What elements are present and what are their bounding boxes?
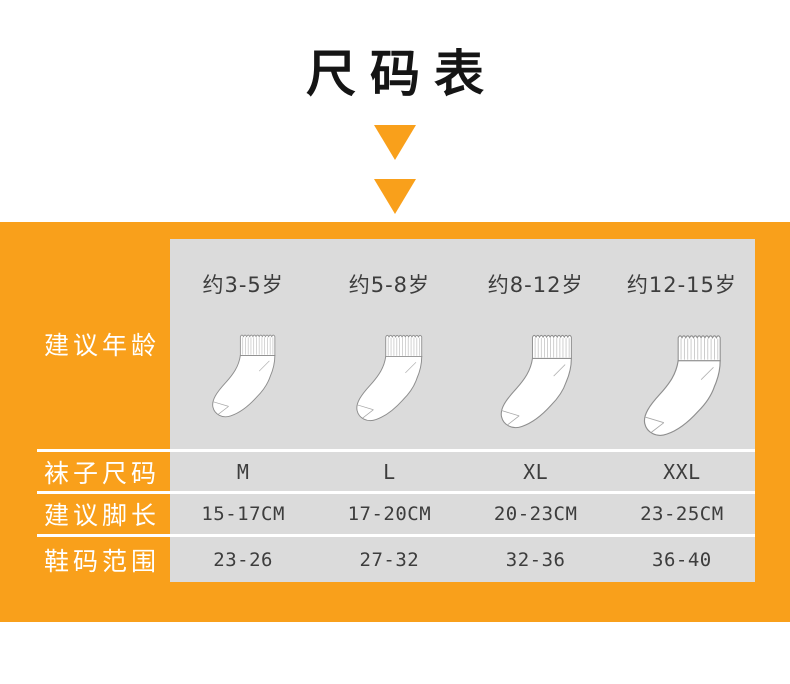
size-table-section: 建议年龄 约3-5岁 约5-8岁 约8-12岁: [0, 222, 790, 622]
table-cell: 约5-8岁: [316, 239, 462, 449]
table-cell: 约3-5岁: [170, 239, 316, 449]
size-table: 建议年龄 约3-5岁 约5-8岁 约8-12岁: [0, 239, 755, 582]
table-cell: 约12-15岁: [609, 239, 755, 449]
table-cell: 15-17CM: [201, 503, 285, 525]
table-cell: XL: [523, 459, 549, 484]
row-divider: [37, 534, 755, 537]
table-cell: M: [236, 459, 250, 484]
age-range: 约12-15岁: [626, 273, 737, 297]
age-range: 约8-12岁: [487, 273, 584, 297]
table-cell: 20-23CM: [493, 503, 578, 525]
sock-icon: [209, 331, 278, 419]
table-cell: 23-26: [213, 548, 273, 571]
row-divider: [37, 449, 755, 452]
table-cell: 17-20CM: [347, 503, 432, 525]
row-label-age: 建议年龄: [44, 331, 161, 360]
table-cell: 32-36: [505, 548, 566, 571]
table-row-foot-length: 建议脚长 15-17CM 17-20CM 20-23CM 23-25CM: [0, 494, 755, 534]
row-label-sock-size: 袜子尺码: [44, 458, 161, 488]
header-section: 尺码表: [0, 0, 790, 222]
table-cell: 23-25CM: [640, 503, 724, 525]
age-range: 约3-5岁: [202, 273, 284, 297]
row-label-foot-length: 建议脚长: [44, 501, 161, 530]
table-row-shoe-size: 鞋码范围 23-26 27-32 32-36 36-40: [0, 537, 755, 582]
table-cell: XXL: [663, 459, 701, 484]
page-title: 尺码表: [306, 45, 498, 103]
sock-icon: [497, 331, 575, 430]
sock-icon: [353, 331, 425, 423]
table-row-age: 建议年龄 约3-5岁 约5-8岁 约8-12岁: [0, 239, 755, 449]
row-label-shoe-size: 鞋码范围: [44, 546, 161, 576]
table-cell: 27-32: [359, 548, 420, 571]
table-cell: 约8-12岁: [463, 239, 609, 449]
table-cell: 36-40: [652, 548, 712, 571]
table-cell: L: [383, 459, 396, 484]
sock-icon: [640, 331, 724, 438]
row-divider: [37, 491, 755, 494]
down-arrow-icon: [374, 179, 416, 214]
table-row-sock-size: 袜子尺码 M L XL XXL: [0, 452, 755, 491]
down-arrow-icon: [374, 125, 416, 160]
age-range: 约5-8岁: [348, 273, 431, 297]
